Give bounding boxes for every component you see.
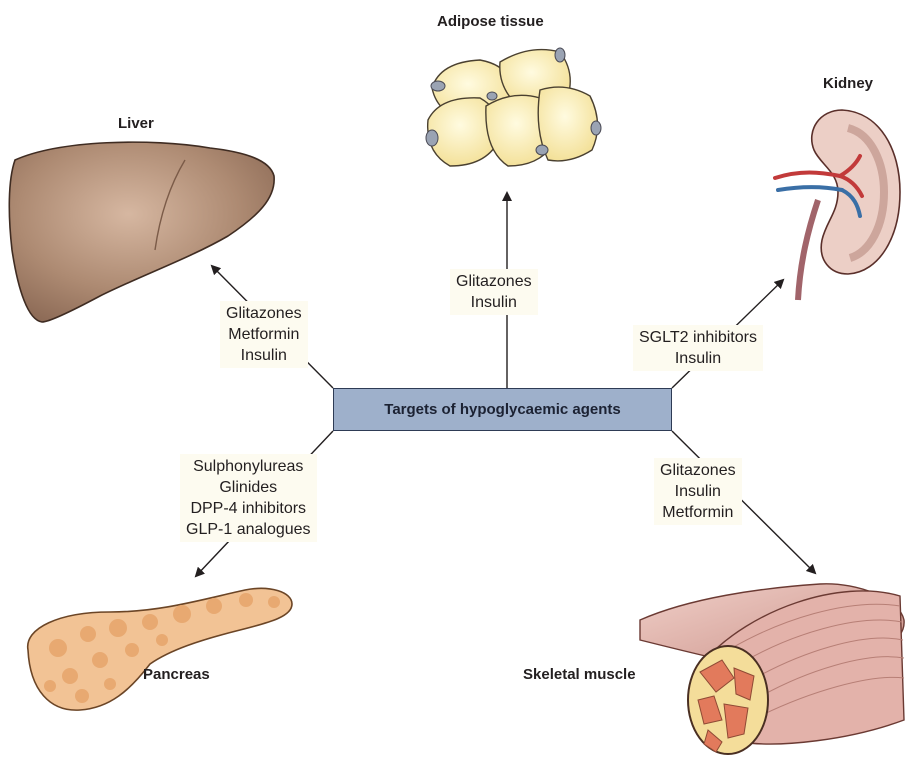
adipose-title: Adipose tissue <box>437 13 544 30</box>
pancreas-title: Pancreas <box>143 666 210 683</box>
muscle-drug-item: Glitazones <box>660 460 736 481</box>
center-title-box: Targets of hypoglycaemic agents <box>333 388 672 431</box>
skeletal-muscle-illustration <box>640 584 904 754</box>
adipose-drug-item: Insulin <box>456 292 532 313</box>
pancreas-drug-list: Sulphonylureas Glinides DPP-4 inhibitors… <box>180 454 317 542</box>
skeletal-muscle-title: Skeletal muscle <box>523 666 636 683</box>
liver-illustration <box>9 142 274 322</box>
liver-title: Liver <box>118 115 154 132</box>
liver-drug-item: Glitazones <box>226 303 302 324</box>
liver-drug-list: Glitazones Metformin Insulin <box>220 301 308 368</box>
liver-drug-item: Metformin <box>226 324 302 345</box>
kidney-drug-item: SGLT2 inhibitors <box>639 327 757 348</box>
center-title: Targets of hypoglycaemic agents <box>384 401 620 418</box>
kidney-illustration <box>775 110 900 300</box>
kidney-title: Kidney <box>823 75 873 92</box>
liver-drug-item: Insulin <box>226 345 302 366</box>
adipose-drug-item: Glitazones <box>456 271 532 292</box>
pancreas-illustration <box>28 588 292 710</box>
pancreas-drug-item: Sulphonylureas <box>186 456 311 477</box>
pancreas-drug-item: Glinides <box>186 477 311 498</box>
kidney-drug-item: Insulin <box>639 348 757 369</box>
adipose-drug-list: Glitazones Insulin <box>450 269 538 315</box>
pancreas-drug-item: GLP-1 analogues <box>186 519 311 540</box>
muscle-drug-list: Glitazones Insulin Metformin <box>654 458 742 525</box>
muscle-drug-item: Metformin <box>660 502 736 523</box>
muscle-drug-item: Insulin <box>660 481 736 502</box>
pancreas-drug-item: DPP-4 inhibitors <box>186 498 311 519</box>
kidney-drug-list: SGLT2 inhibitors Insulin <box>633 325 763 371</box>
adipose-illustration <box>426 48 601 166</box>
